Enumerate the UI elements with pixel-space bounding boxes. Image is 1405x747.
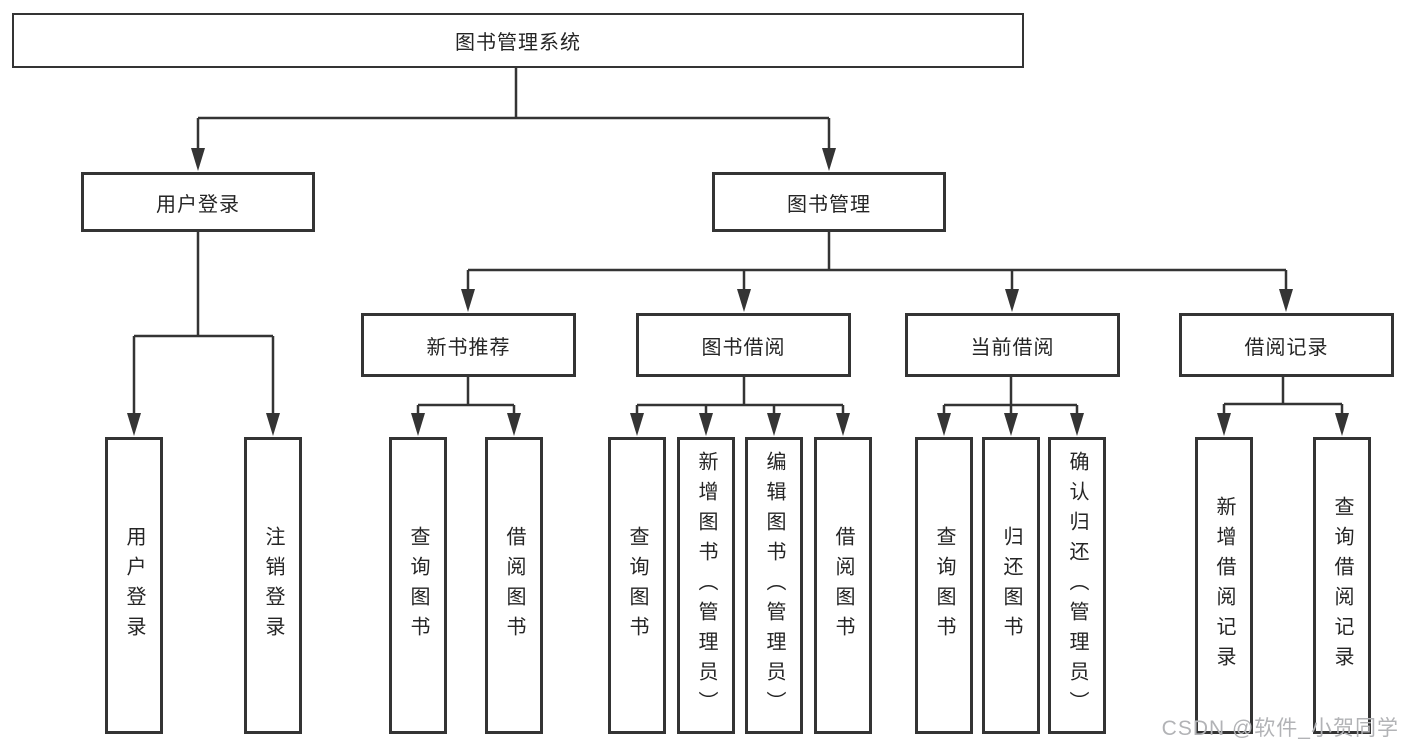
leaf-user-login: 用户登录	[105, 437, 163, 734]
node-label: 用户登录	[156, 193, 240, 216]
node-label: 新增图书（管理员）	[695, 450, 717, 721]
borrow-record-connectors	[1217, 377, 1349, 436]
node-label: 图书管理	[787, 193, 871, 216]
csdn-watermark: CSDN @软件_小贺同学	[1161, 717, 1399, 740]
node-label: 借阅图书	[832, 525, 854, 646]
leaf-bb-add-books-admin: 新增图书（管理员）	[677, 437, 735, 734]
node-new-book-recommend: 新书推荐	[361, 313, 576, 377]
leaf-nb-query-books: 查询图书	[389, 437, 447, 734]
root-connectors	[191, 68, 836, 171]
node-book-management: 图书管理	[712, 172, 946, 232]
node-label: 编辑图书（管理员）	[763, 450, 785, 721]
node-label: 查询借阅记录	[1331, 495, 1353, 676]
new-book-connectors	[411, 377, 521, 436]
leaf-logout: 注销登录	[244, 437, 302, 734]
current-borrow-connectors	[937, 377, 1084, 436]
user-login-connectors	[127, 232, 280, 436]
node-user-login: 用户登录	[81, 172, 315, 232]
leaf-bb-edit-books-admin: 编辑图书（管理员）	[745, 437, 803, 734]
node-label: 归还图书	[1000, 525, 1022, 646]
node-label: 新增借阅记录	[1213, 495, 1235, 676]
node-current-borrow: 当前借阅	[905, 313, 1120, 377]
node-library-management-system: 图书管理系统	[12, 13, 1024, 68]
leaf-br-add-record: 新增借阅记录	[1195, 437, 1253, 734]
node-label: 借阅图书	[503, 525, 525, 646]
node-label: 图书管理系统	[455, 32, 581, 54]
node-label: 注销登录	[262, 525, 284, 646]
node-label: 用户登录	[123, 525, 145, 646]
leaf-cb-return-books: 归还图书	[982, 437, 1040, 734]
node-label: 查询图书	[626, 525, 648, 646]
node-label: 新书推荐	[426, 336, 511, 359]
node-label: 借阅记录	[1244, 336, 1329, 359]
node-label: 图书借阅	[701, 336, 786, 359]
leaf-br-query-record: 查询借阅记录	[1313, 437, 1371, 734]
node-label: 查询图书	[407, 525, 429, 646]
node-label: 当前借阅	[970, 336, 1055, 359]
node-label: 查询图书	[933, 525, 955, 646]
leaf-cb-confirm-return-admin: 确认归还（管理员）	[1048, 437, 1106, 734]
node-borrow-records: 借阅记录	[1179, 313, 1394, 377]
node-label: 确认归还（管理员）	[1066, 450, 1088, 721]
book-borrow-connectors	[630, 377, 850, 436]
leaf-nb-borrow-books: 借阅图书	[485, 437, 543, 734]
leaf-bb-borrow-books: 借阅图书	[814, 437, 872, 734]
node-book-borrow: 图书借阅	[636, 313, 851, 377]
leaf-cb-query-books: 查询图书	[915, 437, 973, 734]
book-management-connectors	[461, 232, 1293, 312]
leaf-bb-query-books: 查询图书	[608, 437, 666, 734]
